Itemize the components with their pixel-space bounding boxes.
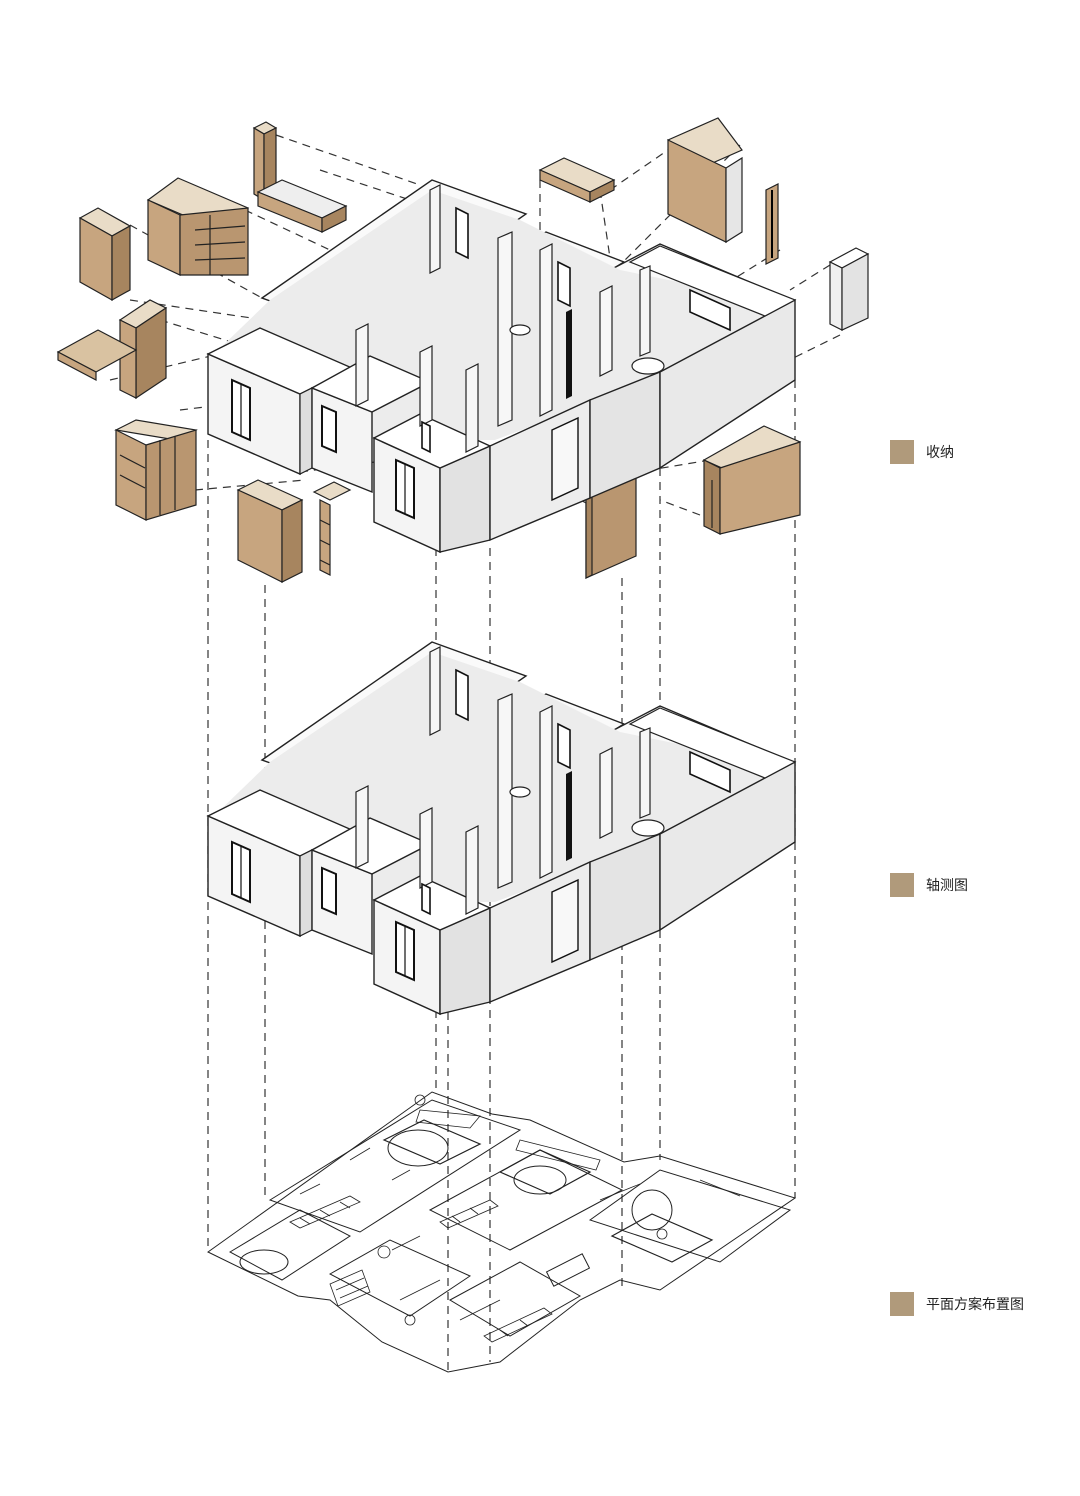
- legend-item-axonometric: 轴测图: [890, 873, 968, 897]
- legend-swatch: [890, 1292, 914, 1316]
- side-cabinet-piece: [702, 425, 802, 535]
- storage-furniture-layer: [56, 117, 870, 583]
- tv-shelf-piece: [538, 157, 616, 203]
- master-wardrobe-piece: [667, 117, 779, 265]
- entry-cabinet-piece: [236, 479, 304, 583]
- legend-label-floor-plan: 平面方案布置图: [926, 1297, 1024, 1313]
- legend-swatch: [890, 873, 914, 897]
- legend-label-storage: 收纳: [926, 445, 954, 461]
- l-desk-piece: [56, 299, 168, 400]
- legend-label-axonometric: 轴测图: [926, 878, 968, 894]
- legend-item-storage: 收纳: [890, 440, 954, 464]
- bath-cabinet-piece: [828, 247, 870, 331]
- narrow-shelf-piece: [312, 481, 352, 576]
- legend-item-floor-plan: 平面方案布置图: [890, 1292, 1024, 1316]
- study-cabinet-piece: [252, 121, 348, 233]
- axonometric-layer: [207, 641, 796, 1015]
- legend-swatch: [890, 440, 914, 464]
- wardrobe-piece: [78, 207, 132, 302]
- floor-plan-layer: [207, 1091, 797, 1373]
- open-shelf-piece: [114, 419, 198, 521]
- bookshelf-piece: [146, 177, 250, 276]
